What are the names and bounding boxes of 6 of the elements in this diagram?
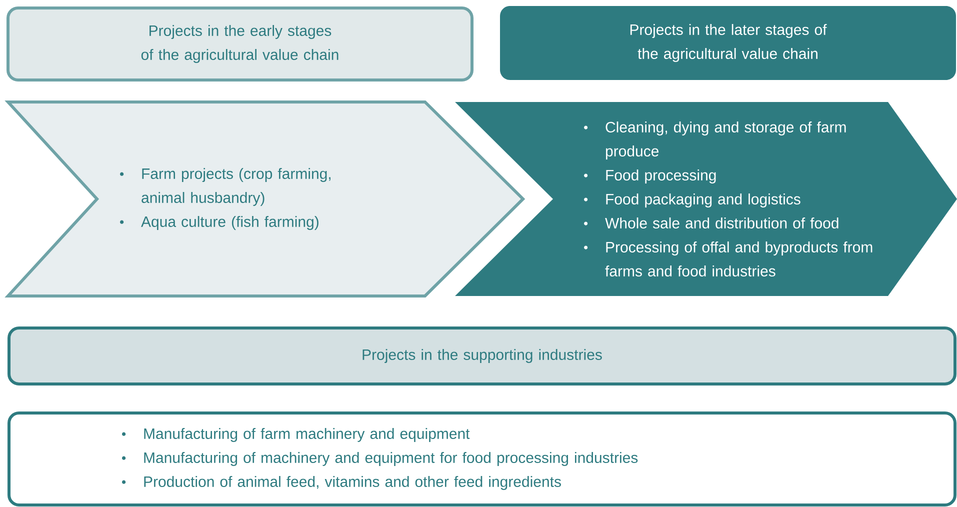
chevron-panel: Cleaning, dying and storage of farm produce Food processing Food packaging and logistics Whole sale and distribution of food Processing of offal and byproducts from farms and food industries bbox=[455, 102, 957, 296]
list-box: Manufacturing of farm machinery and equipment Manufacturing of machinery and equipment for food processing industries Production of animal feed, vitamins and other feed ingredients bbox=[8, 412, 956, 506]
heading-box: Projects in the later stages of the agricultural value chain bbox=[500, 6, 956, 80]
chevron-panel: Farm projects (crop farming, animal husbandry) Aqua culture (fish farming) bbox=[4, 100, 526, 298]
heading-box: Projects in the supporting industries bbox=[8, 326, 956, 386]
heading-box: Projects in the early stages of the agricultural value chain bbox=[6, 6, 474, 82]
